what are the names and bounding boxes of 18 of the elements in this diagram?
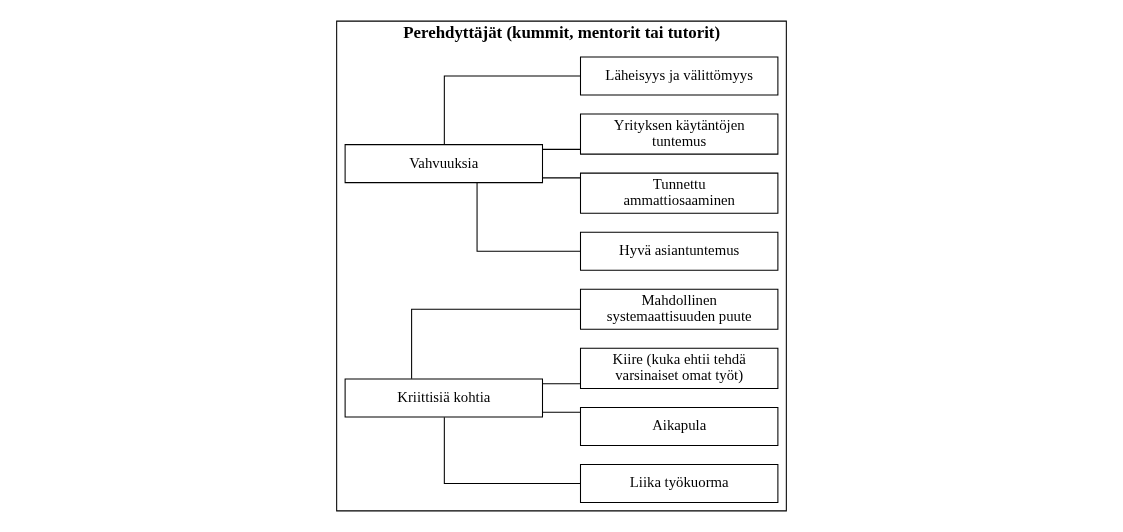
node-box: Tunnettu ammattiosaaminen — [579, 172, 779, 214]
connector — [542, 411, 581, 413]
node-box: Aikapula — [579, 406, 779, 446]
connector — [411, 308, 581, 380]
connector — [542, 177, 581, 179]
node-box: Kriittisiä kohtia — [344, 378, 544, 418]
node-box: Liika työkuorma — [579, 463, 779, 503]
node-box: Hyvä asiantuntemus — [579, 231, 779, 271]
node-box: Yrityksen käytäntöjen tuntemus — [579, 113, 779, 155]
node-box: Kiire (kuka ehtii tehdä varsinaiset omat työt) — [579, 347, 779, 389]
connector — [476, 182, 581, 252]
node-box: Mahdollinen systemaattisuuden puute — [579, 288, 779, 330]
node-box: Läheisyys ja välittömyys — [579, 56, 779, 96]
connector — [443, 75, 581, 146]
connector — [542, 383, 581, 385]
node-box: Vahvuuksia — [344, 144, 544, 184]
connector — [542, 148, 581, 150]
connector — [443, 416, 581, 484]
